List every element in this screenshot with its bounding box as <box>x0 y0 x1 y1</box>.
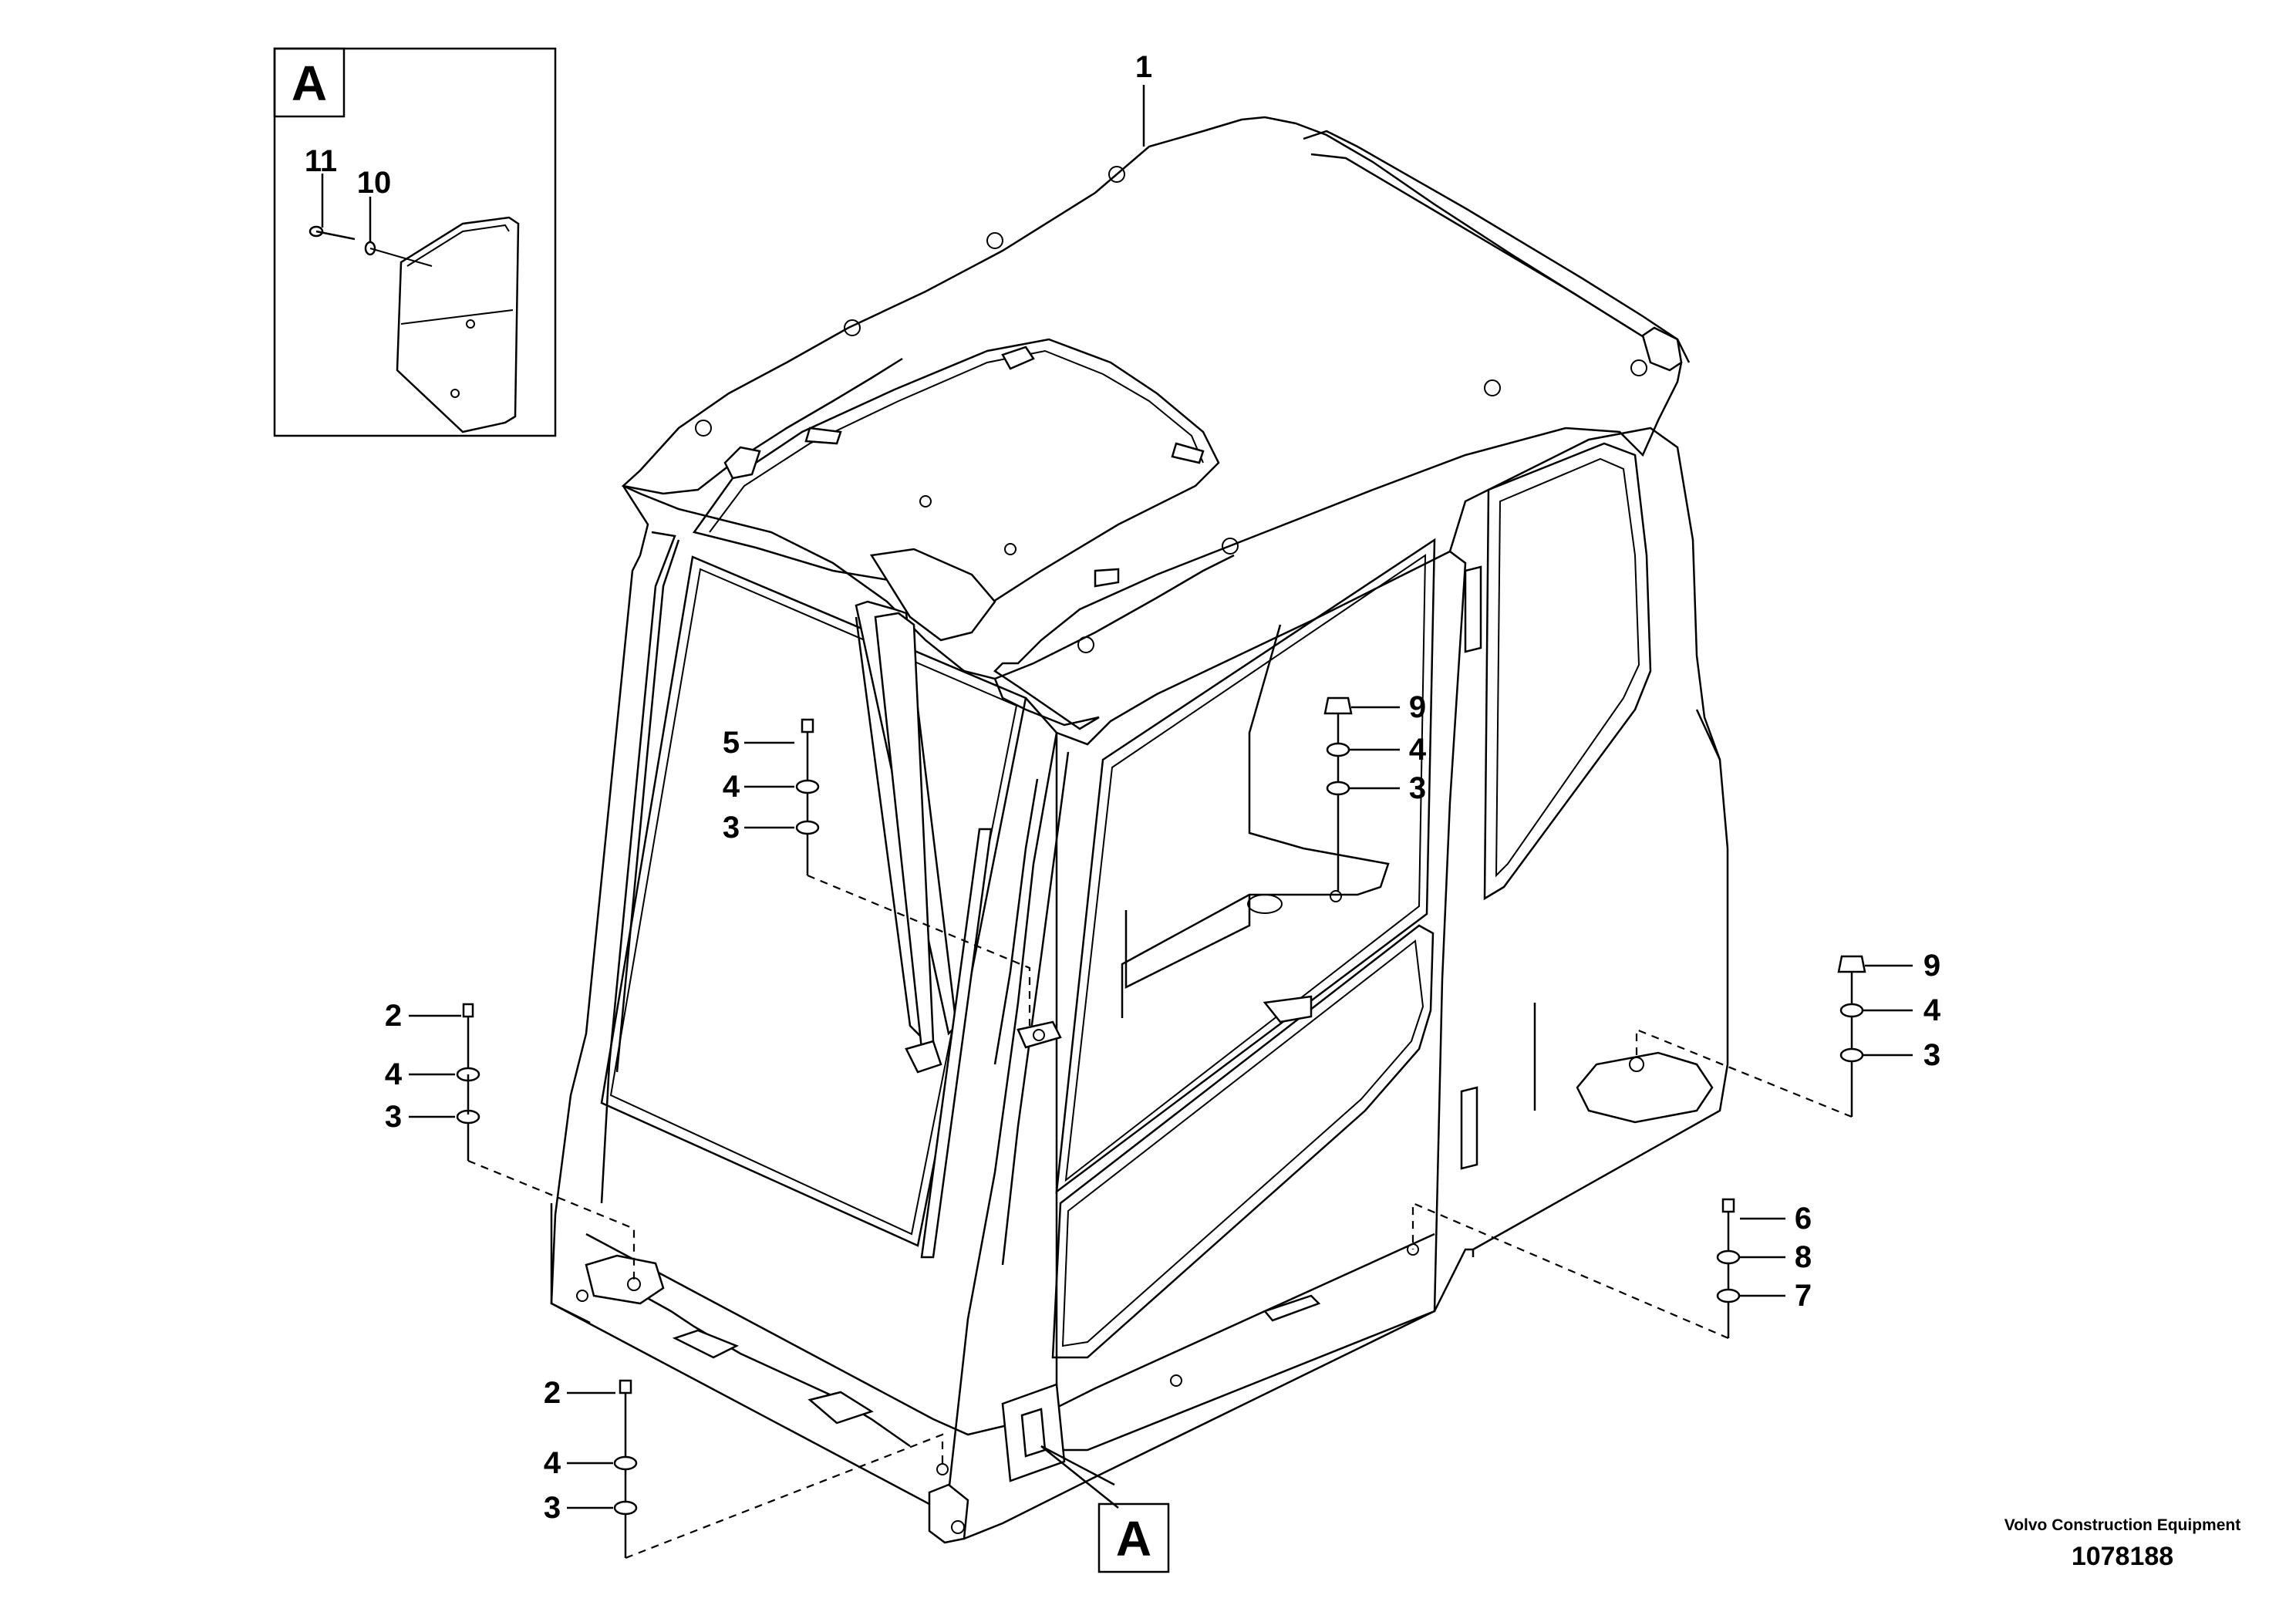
view-a-pointer: A <box>1040 1445 1170 1573</box>
stack-rear: 9 4 3 <box>1635 949 1941 1118</box>
front-wiper-arm-right <box>874 612 935 1051</box>
inset-washer-10 <box>364 197 433 267</box>
cab-base <box>550 1203 1473 1540</box>
callout-9-rear: 9 <box>1923 949 1940 983</box>
callout-9-interior: 9 <box>1409 690 1426 724</box>
cab-roof <box>621 116 1683 730</box>
stack-front-left: 2 4 3 <box>385 999 636 1280</box>
callout-3-center: 3 <box>723 811 740 845</box>
roof-bolts <box>695 166 1647 653</box>
callout-3-interior: 3 <box>1409 771 1426 805</box>
callout-11: 11 <box>305 144 337 178</box>
stack-door-side: 6 8 7 <box>1407 1198 1812 1340</box>
door-lower-window <box>1051 924 1435 1359</box>
callout-4-rear: 4 <box>1923 993 1941 1027</box>
side-rear-window <box>1483 442 1652 901</box>
rear-mount-pad <box>1576 1051 1714 1124</box>
callout-4-center: 4 <box>723 770 740 804</box>
callout-10: 10 <box>357 166 392 200</box>
front-wiper-blade <box>920 828 993 1259</box>
callout-7: 7 <box>1795 1279 1812 1313</box>
front-left-pillar <box>550 485 649 1324</box>
callout-8: 8 <box>1795 1240 1812 1274</box>
stack-interior: 9 4 3 <box>1323 690 1427 891</box>
view-a-pointer-letter: A <box>1116 1511 1151 1566</box>
callout-4-lower: 4 <box>544 1446 561 1480</box>
cab-body <box>550 116 1729 1544</box>
front-left-mount-pad <box>585 1254 665 1305</box>
callout-4-left: 4 <box>385 1057 403 1091</box>
detail-a-inset: A 11 10 <box>273 47 557 437</box>
callout-2-left: 2 <box>385 999 402 1033</box>
callout-3-lower: 3 <box>544 1491 561 1525</box>
drawing-credit: Volvo Construction Equipment 1078188 <box>1999 1516 2246 1572</box>
inset-screw-11 <box>308 174 356 241</box>
callout-4-interior: 4 <box>1409 733 1427 767</box>
cab-door <box>1055 550 1467 1452</box>
callout-3-left: 3 <box>385 1100 402 1134</box>
callout-1: 1 <box>1135 50 1152 84</box>
callout-2-right: 2 <box>544 1376 561 1410</box>
callout-6: 6 <box>1795 1202 1812 1236</box>
callout-5: 5 <box>723 726 740 760</box>
stack-center: 5 4 3 <box>723 718 1062 1049</box>
detail-a-letter: A <box>292 56 327 111</box>
drawing-number: 1078188 <box>2071 1542 2174 1571</box>
callout-3-rear: 3 <box>1923 1038 1940 1072</box>
bracket-plate <box>396 216 520 433</box>
stack-front-right: 2 4 3 <box>544 1376 944 1560</box>
manufacturer-name: Volvo Construction Equipment <box>2004 1516 2241 1534</box>
